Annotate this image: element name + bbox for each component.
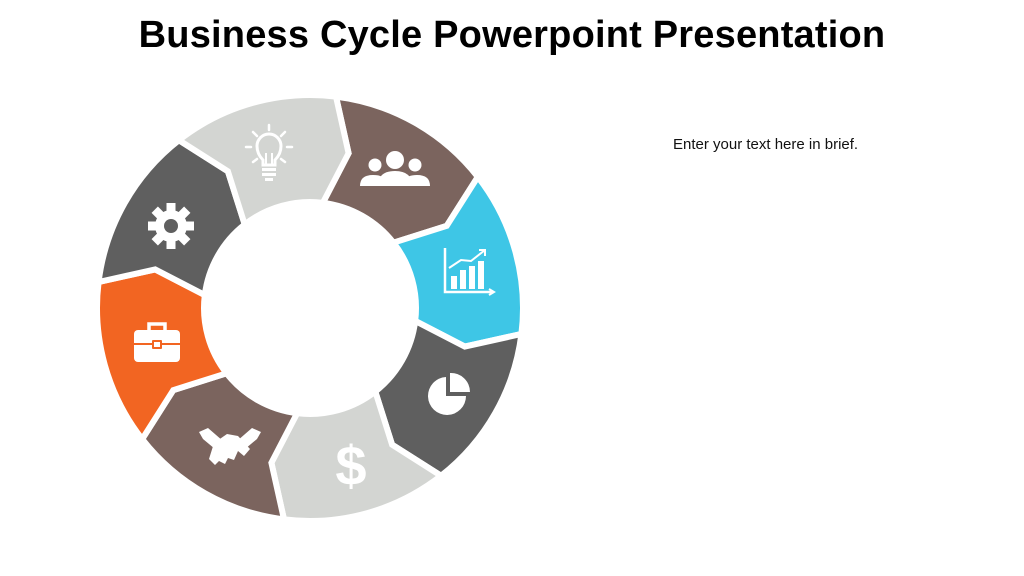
gear-icon xyxy=(148,203,194,249)
briefcase-icon xyxy=(134,322,180,362)
dollar-sign-icon: $ xyxy=(335,434,366,497)
slide-title: Business Cycle Powerpoint Presentation xyxy=(138,14,886,56)
body-text: Enter your text here in brief. xyxy=(673,136,859,153)
people-icon xyxy=(360,151,430,186)
handshake-icon xyxy=(199,428,261,465)
lightbulb-icon xyxy=(244,123,294,181)
pie-chart-icon xyxy=(428,372,471,415)
bar-chart-icon xyxy=(443,248,496,296)
